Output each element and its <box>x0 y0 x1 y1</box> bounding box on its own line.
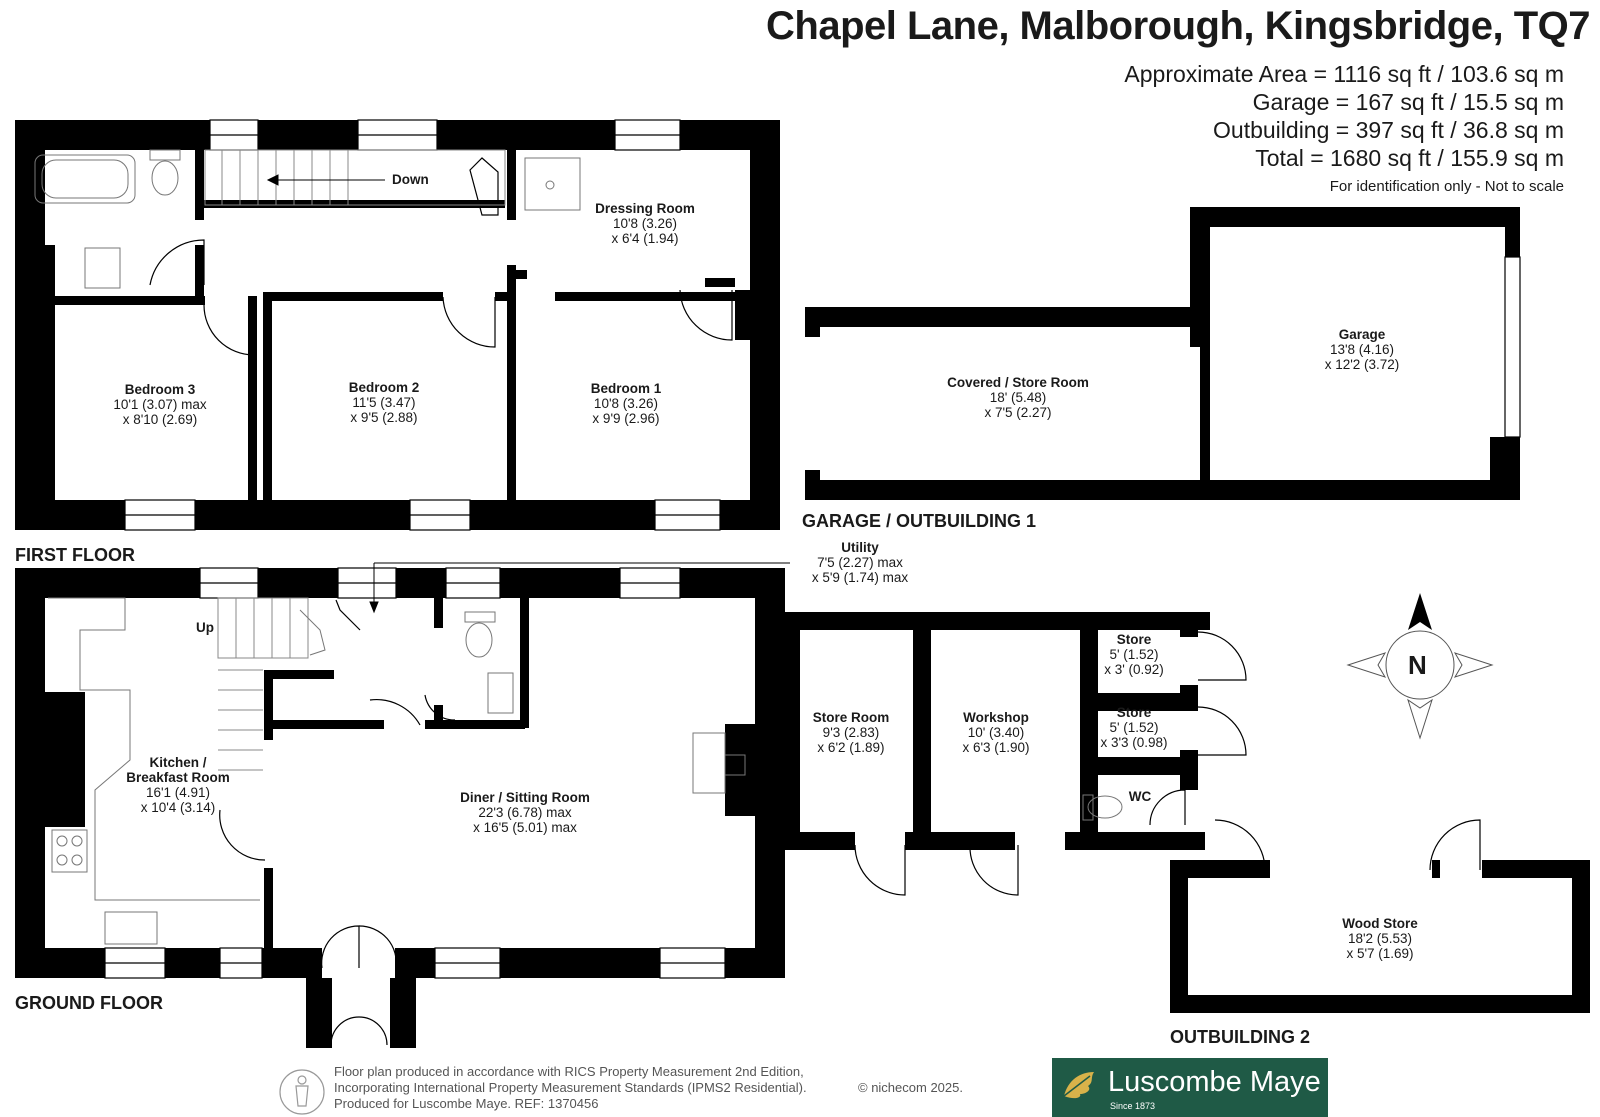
room-dim: x 3'3 (0.98) <box>1100 735 1168 750</box>
room-wood-store: Wood Store 18'2 (5.53) x 5'7 (1.69) <box>1342 916 1418 961</box>
person-icon <box>279 1069 325 1115</box>
room-workshop: Workshop 10' (3.40) x 6'3 (1.90) <box>962 710 1029 755</box>
room-dim: x 9'9 (2.96) <box>592 411 660 426</box>
room-diner-sitting: Diner / Sitting Room 22'3 (6.78) max x 1… <box>460 790 590 835</box>
room-name: Bedroom 1 <box>590 381 662 396</box>
room-store-2: Store 5' (1.52) x 3'3 (0.98) <box>1100 705 1167 750</box>
outbuilding-area: Outbuilding = 397 sq ft / 36.8 sq m <box>1213 117 1564 143</box>
room-store-room: Store Room 9'3 (2.83) x 6'2 (1.89) <box>813 710 890 755</box>
room-dim: 9'3 (2.83) <box>822 725 880 740</box>
down-label: Down <box>392 172 429 187</box>
room-dim: 10'1 (3.07) max <box>113 397 207 412</box>
room-name: Wood Store <box>1342 916 1418 931</box>
room-bedroom3: Bedroom 3 10'1 (3.07) max x 8'10 (2.69) <box>113 382 206 427</box>
room-store-1: Store 5' (1.52) x 3' (0.92) <box>1104 632 1164 677</box>
room-bedroom2: Bedroom 2 11'5 (3.47) x 9'5 (2.88) <box>349 380 420 425</box>
room-dim: x 5'9 (1.74) max <box>811 570 909 585</box>
outbuilding2-label: OUTBUILDING 2 <box>1170 1027 1311 1047</box>
room-bedroom1: Bedroom 1 10'8 (3.26) x 9'9 (2.96) <box>591 381 662 426</box>
room-dim: 10'8 (3.26) <box>593 396 659 411</box>
room-dim: 7'5 (2.27) max <box>817 555 903 570</box>
room-utility: Utility 7'5 (2.27) max x 5'9 (1.74) max <box>812 540 908 585</box>
room-name: Garage <box>1338 327 1386 342</box>
north-label: N <box>1408 650 1427 680</box>
scale-note: For identification only - Not to scale <box>1329 178 1564 195</box>
oak-leaf-icon <box>1063 1072 1094 1099</box>
approximate-area: Approximate Area = 1116 sq ft / 103.6 sq… <box>1124 61 1564 87</box>
stairs <box>204 149 790 771</box>
room-name: Utility <box>841 540 879 555</box>
garage-outbuilding-label: GARAGE / OUTBUILDING 1 <box>802 511 1037 531</box>
copyright: © nichecom 2025. <box>858 1080 963 1095</box>
north-compass-icon <box>1346 593 1494 740</box>
room-dim: 10'8 (3.26) <box>612 216 678 231</box>
first-floor-label: FIRST FLOOR <box>15 545 135 565</box>
room-dim: 18' (5.48) <box>989 390 1047 405</box>
footer-line: Produced for Luscombe Maye. REF: 1370456 <box>334 1096 599 1111</box>
room-name: Kitchen / <box>149 755 207 770</box>
room-name: Store Room <box>812 710 890 725</box>
fixtures <box>34 149 1123 945</box>
room-name: Dressing Room <box>595 201 695 216</box>
room-dim: x 3' (0.92) <box>1104 662 1164 677</box>
room-garage: Garage 13'8 (4.16) x 12'2 (3.72) <box>1325 327 1400 372</box>
room-dim: x 16'5 (5.01) max <box>473 820 577 835</box>
room-dim: x 10'4 (3.14) <box>140 800 216 815</box>
room-name: WC <box>1128 789 1152 804</box>
room-dim: x 12'2 (3.72) <box>1324 357 1400 372</box>
total-area: Total = 1680 sq ft / 155.9 sq m <box>1255 145 1564 171</box>
windows <box>104 119 1521 979</box>
up-label: Up <box>196 620 214 635</box>
room-name: Breakfast Room <box>126 770 230 785</box>
room-name: Store <box>1116 705 1152 720</box>
room-dim: x 6'2 (1.89) <box>817 740 885 755</box>
room-dim: x 6'3 (1.90) <box>962 740 1030 755</box>
logo-name: Luscombe Maye <box>1108 1066 1321 1098</box>
room-dim: 11'5 (3.47) <box>352 395 416 410</box>
room-name: Bedroom 3 <box>124 382 196 397</box>
logo-since: Since 1873 <box>1110 1101 1156 1111</box>
room-name: Bedroom 2 <box>348 380 420 395</box>
room-dressing: Dressing Room 10'8 (3.26) x 6'4 (1.94) <box>595 201 695 246</box>
room-name: Diner / Sitting Room <box>460 790 590 805</box>
room-dim: 16'1 (4.91) <box>145 785 211 800</box>
room-name: Covered / Store Room <box>947 375 1089 390</box>
room-dim: x 5'7 (1.69) <box>1346 946 1414 961</box>
page-title: Chapel Lane, Malborough, Kingsbridge, TQ… <box>766 4 1591 48</box>
doors <box>149 157 1481 1046</box>
room-kitchen: Kitchen / Breakfast Room 16'1 (4.91) x 1… <box>126 755 230 815</box>
room-dim: 5' (1.52) <box>1109 720 1159 735</box>
room-dim: x 9'5 (2.88) <box>350 410 418 425</box>
room-dim: x 8'10 (2.69) <box>122 412 198 427</box>
garage-area: Garage = 167 sq ft / 15.5 sq m <box>1252 89 1564 115</box>
room-name: Workshop <box>963 710 1029 725</box>
footer-line: Incorporating International Property Mea… <box>334 1080 807 1095</box>
room-dim: 5' (1.52) <box>1109 647 1159 662</box>
room-wc: WC <box>1129 789 1152 804</box>
room-dim: 10' (3.40) <box>967 725 1025 740</box>
footer-note: Floor plan produced in accordance with R… <box>334 1064 807 1112</box>
room-dim: 13'8 (4.16) <box>1329 342 1395 357</box>
walls <box>15 120 1590 1048</box>
footer-line: Floor plan produced in accordance with R… <box>334 1064 804 1079</box>
room-dim: x 6'4 (1.94) <box>611 231 679 246</box>
room-name: Store <box>1116 632 1152 647</box>
ground-floor-label: GROUND FLOOR <box>15 993 163 1013</box>
room-covered-store: Covered / Store Room 18' (5.48) x 7'5 (2… <box>947 375 1089 420</box>
room-dim: 22'3 (6.78) max <box>478 805 572 820</box>
room-dim: x 7'5 (2.27) <box>984 405 1052 420</box>
room-dim: 18'2 (5.53) <box>1347 931 1413 946</box>
luscombe-maye-logo: Luscombe Maye Since 1873 <box>1052 1058 1328 1117</box>
